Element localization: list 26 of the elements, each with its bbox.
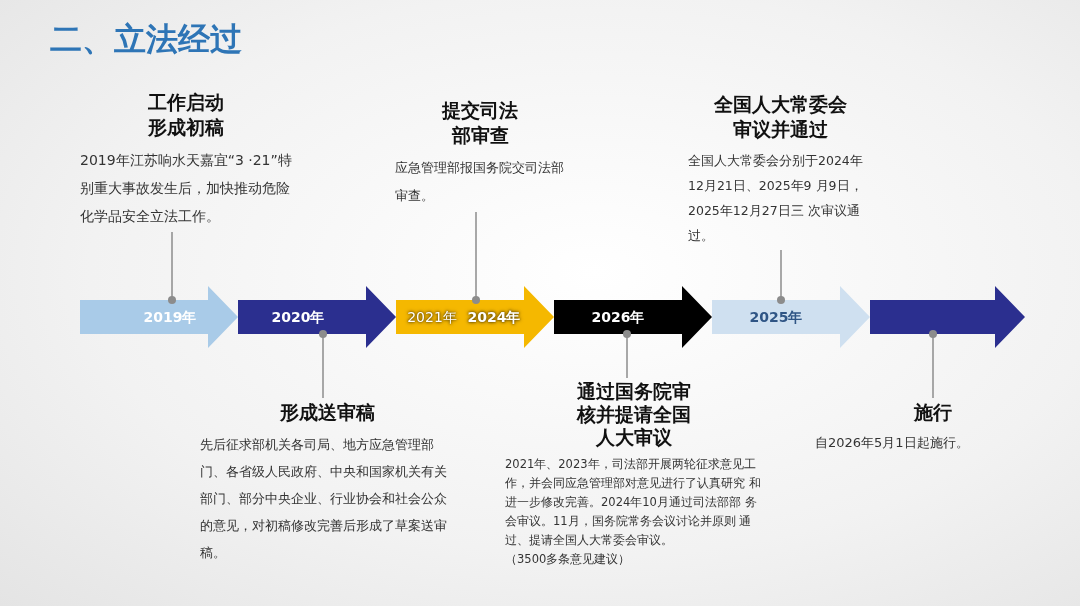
year-label: 2024年	[467, 308, 521, 326]
leader-line	[777, 249, 785, 304]
leader-line	[319, 330, 327, 399]
milestone-description: 先后征求部机关各司局、地方应急管理部门、各省级人民政府、中央和国家机关有关部门、部分中央企业、行业协会和社会公众的意见，对初稿修改完善后形成了草案送审稿。	[200, 436, 448, 562]
milestone-description: 全国人大常委会分别于2024年12月21日、2025年9 月9日，2025年12月27日三 次审议通过。	[688, 152, 864, 245]
milestone-heading: 全国人大常委会审议并通过	[713, 92, 848, 142]
year-label: 2026年	[591, 308, 645, 326]
leader-line	[168, 231, 176, 304]
year-label: 2020年	[271, 308, 325, 326]
milestone-heading: 提交司法部审查	[440, 98, 519, 148]
milestone-description: 2019年江苏响水天嘉宜“3 ·21”特别重大事故发生后，加快推动危险化学品安全立法工作。	[80, 151, 292, 226]
milestone-description: 应急管理部报国务院交司法部审查。	[395, 159, 565, 205]
milestone-heading: 施行	[912, 400, 953, 425]
milestone-note: （3500多条意见建议）	[505, 551, 632, 568]
milestone-description: 自2026年5月1日起施行。	[815, 434, 970, 452]
milestone-heading: 通过国务院审核并提请全国人大审议	[575, 380, 692, 449]
leader-line	[623, 330, 631, 379]
year-label: 2019年	[143, 308, 197, 326]
milestone-description: 2021年、2023年，司法部开展两轮征求意见工作，并会同应急管理部对意见进行了认真研究 和进一步修改完善。2024年10月通过司法部部 务会审议。11月，国务院常务会议讨论并原则 通过、提请全国人大常委会审议。	[505, 456, 762, 549]
milestone-heading: 形成送审稿	[279, 400, 376, 425]
year-label: 2025年	[749, 308, 803, 326]
year-label: 2021年	[407, 308, 457, 326]
leader-line	[929, 330, 937, 399]
milestone-heading: 工作启动形成初稿	[147, 90, 225, 140]
page-title: 二、立法经过	[50, 19, 242, 60]
leader-line	[472, 211, 480, 304]
